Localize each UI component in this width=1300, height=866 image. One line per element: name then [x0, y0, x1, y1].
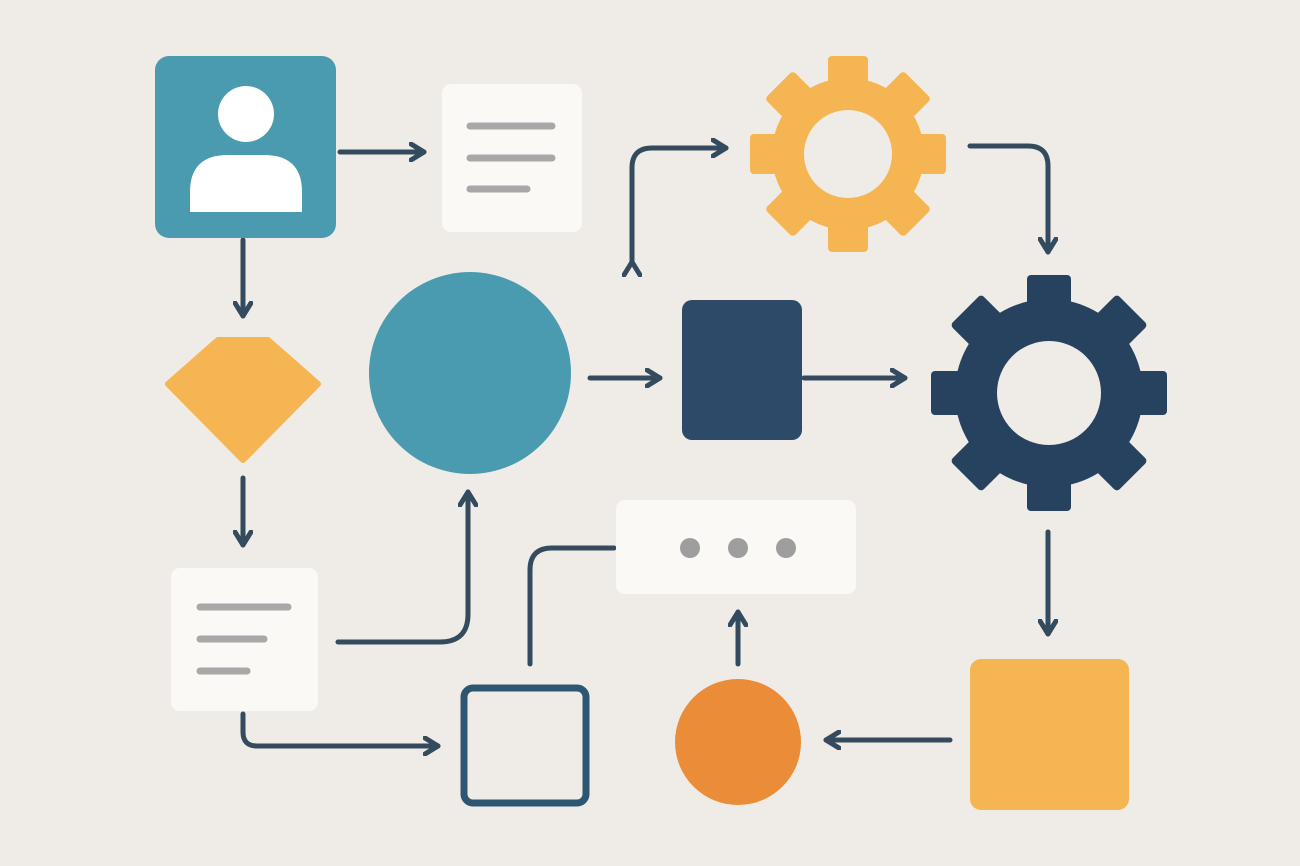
outline-square [460, 684, 590, 807]
document-card-top [442, 84, 582, 232]
arrow-gear-to-gear [967, 143, 1048, 255]
circle-small [675, 679, 801, 805]
arrow-doc-to-outline-square [240, 711, 441, 746]
user-node [155, 56, 336, 238]
gear-icon [931, 275, 1167, 511]
decision-diamond [165, 337, 321, 463]
arrow-doc-to-circle [335, 489, 468, 645]
user-icon [190, 86, 302, 212]
document-lines-icon [196, 603, 292, 675]
arrow-bidirectional-junction [632, 148, 729, 262]
amber-square [970, 659, 1129, 810]
message-box [616, 500, 856, 594]
process-square [682, 300, 802, 440]
circle-large [369, 272, 571, 474]
document-card-bottom [171, 568, 318, 711]
gear-icon [750, 56, 946, 252]
gear-small-teeth [750, 56, 946, 252]
ellipsis-icon [680, 538, 796, 558]
connectors [243, 146, 1048, 746]
document-lines-icon [466, 122, 556, 193]
connector-square-to-message [527, 545, 617, 667]
